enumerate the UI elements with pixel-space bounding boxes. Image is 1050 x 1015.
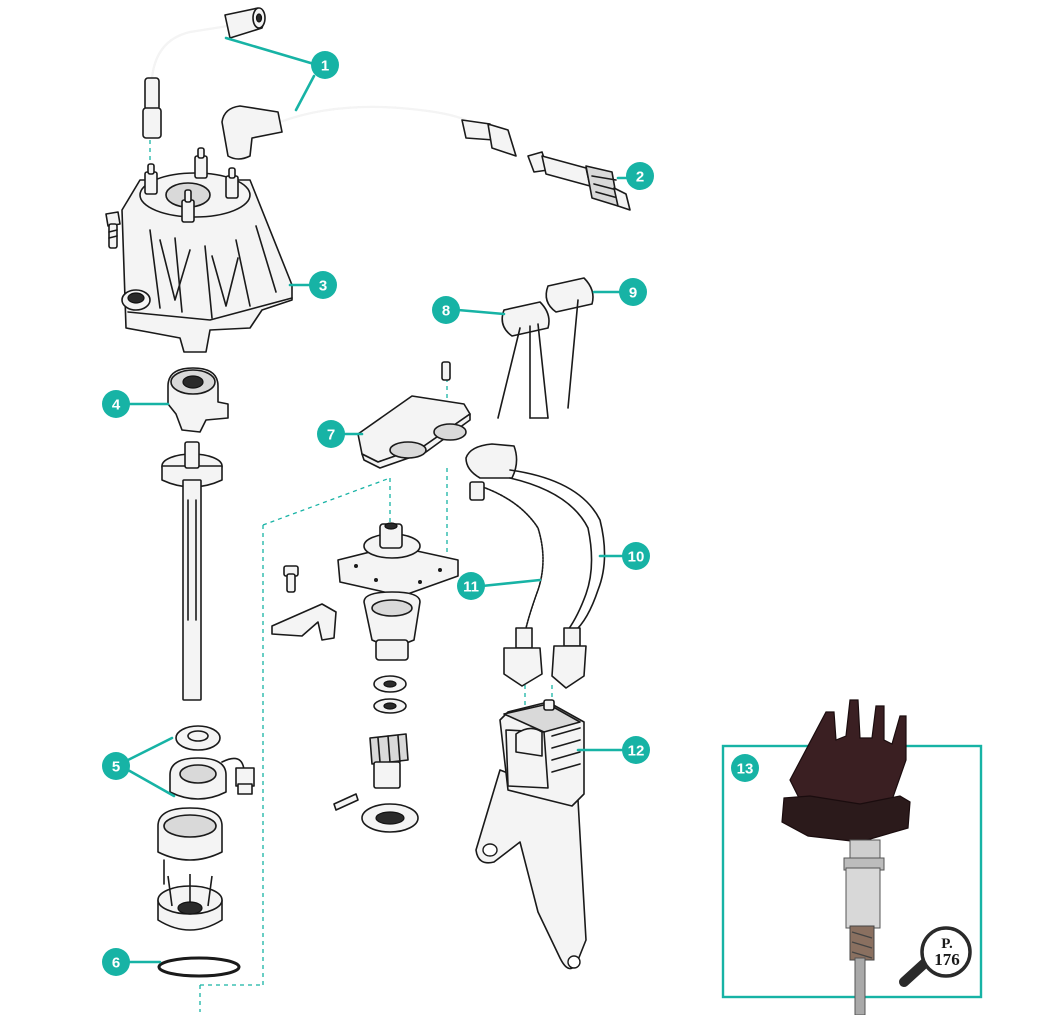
callout-13: 13	[731, 754, 759, 782]
rotor	[167, 367, 229, 433]
connector-grommet-9	[545, 277, 594, 409]
spark-plug-wire	[142, 7, 517, 160]
callout-9: 9	[619, 278, 647, 306]
ignition-coil-bracket	[475, 699, 587, 970]
wiring-harness	[465, 443, 606, 689]
callout-10: 10	[622, 542, 650, 570]
cap-bolt	[105, 211, 121, 249]
retaining-clip	[271, 603, 337, 641]
pole-piece	[157, 807, 223, 931]
pickup-assembly	[169, 725, 255, 800]
svg-text:12: 12	[628, 743, 645, 760]
housing-bolt	[283, 565, 299, 593]
svg-text:7: 7	[327, 427, 335, 444]
page-reference-prefix: P.	[941, 936, 953, 952]
callout-5: 5	[102, 752, 130, 780]
callout-11: 11	[457, 572, 485, 600]
washers-gear-pin	[333, 675, 419, 833]
svg-text:5: 5	[112, 759, 120, 776]
svg-text:4: 4	[112, 397, 121, 414]
svg-text:6: 6	[112, 955, 120, 972]
svg-text:3: 3	[319, 278, 327, 295]
ignition-module	[357, 361, 471, 469]
svg-text:2: 2	[636, 169, 644, 186]
svg-text:13: 13	[737, 761, 754, 778]
page-reference-number: 176	[934, 950, 960, 969]
callout-2: 2	[626, 162, 654, 190]
spark-plug	[527, 151, 631, 211]
distributor-shaft	[161, 441, 223, 701]
callout-6: 6	[102, 948, 130, 976]
svg-text:10: 10	[628, 549, 645, 566]
distributor-housing	[337, 522, 459, 661]
distributor-cap	[121, 147, 293, 353]
callout-1: 1	[311, 51, 339, 79]
connector-grommet-8	[497, 301, 550, 419]
o-ring	[157, 956, 241, 978]
callout-7: 7	[317, 420, 345, 448]
callout-4: 4	[102, 390, 130, 418]
callout-8: 8	[432, 296, 460, 324]
svg-text:11: 11	[463, 579, 479, 596]
svg-text:8: 8	[442, 303, 450, 320]
svg-text:9: 9	[629, 285, 637, 302]
callout-3: 3	[309, 271, 337, 299]
callout-12: 12	[622, 736, 650, 764]
svg-text:1: 1	[321, 58, 329, 75]
leader-lines	[126, 36, 630, 964]
page-reference-magnifier-icon	[899, 926, 972, 987]
